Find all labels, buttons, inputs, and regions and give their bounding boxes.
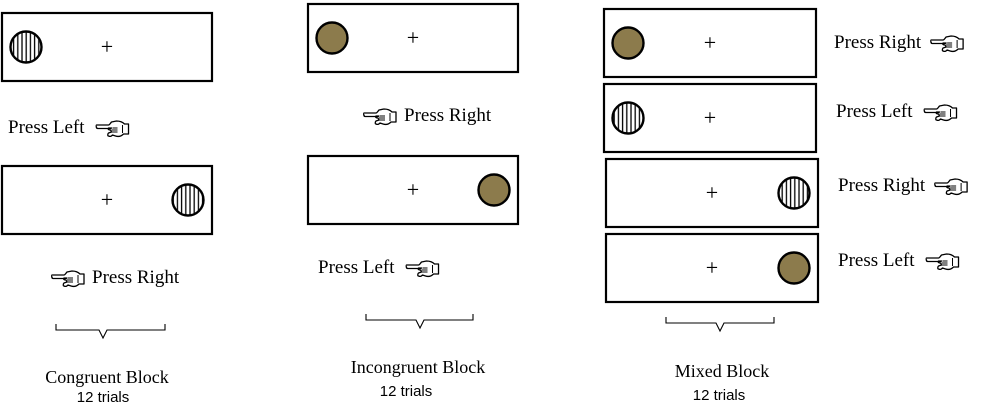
trial-panel: + bbox=[306, 2, 520, 74]
response-label: Press Right bbox=[838, 175, 968, 196]
pointing-hand-icon bbox=[363, 108, 397, 126]
pointing-hand-icon bbox=[51, 270, 85, 288]
block-brace bbox=[55, 324, 166, 340]
block-name: Mixed Block bbox=[675, 361, 770, 381]
trial-panel: + bbox=[306, 154, 520, 226]
pointing-hand-icon bbox=[925, 253, 960, 271]
response-instruction: Press Left bbox=[838, 250, 915, 271]
fixation-cross: + bbox=[407, 25, 419, 50]
response-label: Press Right bbox=[51, 267, 180, 288]
trial-panel: + bbox=[602, 82, 818, 154]
response-label: Press Left bbox=[836, 101, 958, 122]
trial-panel: + bbox=[0, 11, 214, 83]
response-instruction: Press Left bbox=[318, 257, 395, 278]
pointing-hand-icon bbox=[405, 260, 440, 278]
response-instruction: Press Left bbox=[836, 101, 913, 122]
response-instruction: Press Right bbox=[92, 267, 180, 288]
response-instruction: Press Right bbox=[834, 32, 922, 53]
fixation-cross: + bbox=[706, 255, 718, 280]
trial-panel: + bbox=[604, 157, 820, 229]
response-label: Press Right bbox=[834, 32, 964, 53]
response-instruction: Press Right bbox=[404, 105, 492, 126]
block-trial-count: 12 trials bbox=[693, 387, 746, 404]
response-instruction: Press Right bbox=[838, 175, 926, 196]
block-3: + Press Right + Press Left + Press Right + Pres… bbox=[602, 7, 968, 404]
response-label: Press Left bbox=[838, 250, 960, 271]
block-trial-count: 12 trials bbox=[77, 389, 130, 406]
trial-panel: + bbox=[0, 164, 214, 236]
response-label: Press Left bbox=[8, 117, 130, 138]
trial-panel: + bbox=[602, 7, 818, 79]
solid-circle-stimulus bbox=[477, 173, 511, 207]
trial-panel: + bbox=[604, 232, 820, 304]
block-name: Congruent Block bbox=[45, 367, 169, 387]
fixation-cross: + bbox=[407, 177, 419, 202]
trial-frame bbox=[602, 82, 818, 154]
response-label: Press Left bbox=[318, 257, 440, 278]
pointing-hand-icon bbox=[934, 178, 968, 196]
solid-circle-stimulus bbox=[315, 21, 349, 55]
block-trial-count: 12 trials bbox=[380, 383, 433, 400]
solid-circle-stimulus bbox=[611, 26, 645, 60]
striped-circle-stimulus bbox=[777, 176, 811, 210]
fixation-cross: + bbox=[101, 34, 113, 59]
pointing-hand-icon bbox=[923, 104, 958, 122]
pointing-hand-icon bbox=[95, 120, 130, 138]
response-instruction: Press Left bbox=[8, 117, 85, 138]
striped-circle-stimulus bbox=[611, 101, 645, 135]
striped-circle-stimulus bbox=[171, 183, 205, 217]
block-name: Incongruent Block bbox=[351, 357, 485, 377]
striped-circle-stimulus bbox=[9, 30, 43, 64]
solid-circle-stimulus bbox=[777, 251, 811, 285]
fixation-cross: + bbox=[706, 180, 718, 205]
response-label: Press Right bbox=[363, 105, 492, 126]
fixation-cross: + bbox=[704, 30, 716, 55]
fixation-cross: + bbox=[704, 105, 716, 130]
block-brace bbox=[665, 317, 775, 333]
block-brace bbox=[365, 314, 474, 330]
fixation-cross: + bbox=[101, 187, 113, 212]
pointing-hand-icon bbox=[930, 35, 964, 53]
